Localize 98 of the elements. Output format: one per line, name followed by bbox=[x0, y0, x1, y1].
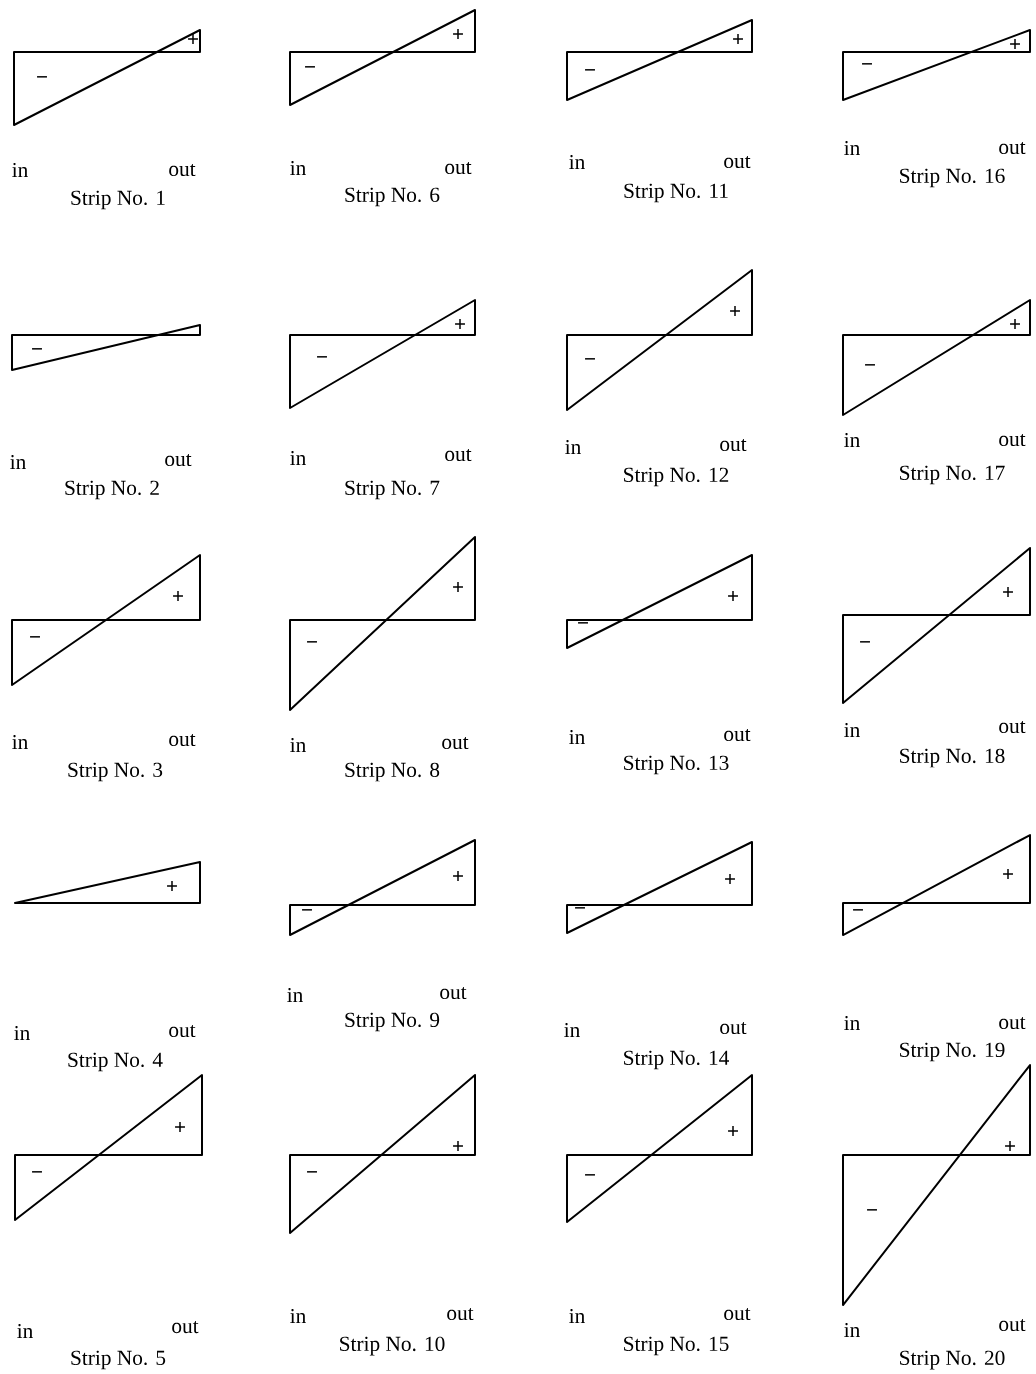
plot-title: Strip No. 20 bbox=[900, 1350, 1005, 1370]
sign-symbol: − bbox=[865, 364, 875, 366]
plot-title: Strip No. 6 bbox=[345, 187, 440, 207]
axis-label: out bbox=[720, 1021, 747, 1035]
sign-symbol: + bbox=[188, 34, 198, 44]
sign-symbol: − bbox=[37, 76, 47, 78]
axis-label: out bbox=[999, 1318, 1026, 1332]
plot-title: Strip No. 9 bbox=[345, 1012, 440, 1032]
sign-symbol: + bbox=[1005, 1141, 1015, 1151]
plot-title: Strip No. 18 bbox=[900, 748, 1005, 768]
axis-label: in bbox=[12, 162, 28, 178]
sign-symbol: + bbox=[453, 29, 463, 39]
axis-label: in bbox=[565, 439, 581, 455]
sign-symbol: + bbox=[455, 319, 465, 329]
axis-label: out bbox=[724, 728, 751, 742]
plot-title: Strip No. 11 bbox=[624, 183, 728, 203]
plot-title: Strip No. 10 bbox=[340, 1336, 445, 1356]
sign-symbol: + bbox=[733, 34, 743, 44]
sign-symbol: + bbox=[1003, 869, 1013, 879]
plot-title: Strip No. 15 bbox=[624, 1336, 729, 1356]
axis-label: in bbox=[12, 734, 28, 750]
axis-label: in bbox=[14, 1025, 30, 1041]
axis-label: out bbox=[169, 1024, 196, 1038]
axis-label: in bbox=[10, 454, 26, 470]
axis-label: in bbox=[290, 160, 306, 176]
axis-label: out bbox=[442, 736, 469, 750]
sign-symbol: − bbox=[32, 348, 42, 350]
axis-label: out bbox=[724, 155, 751, 169]
axis-label: in bbox=[290, 450, 306, 466]
sign-symbol: + bbox=[728, 1126, 738, 1136]
sign-symbol: − bbox=[585, 69, 595, 71]
axis-label: in bbox=[569, 154, 585, 170]
axis-label: out bbox=[169, 733, 196, 747]
sign-symbol: + bbox=[728, 591, 738, 601]
sign-symbol: − bbox=[867, 1209, 877, 1211]
axis-label: out bbox=[445, 448, 472, 462]
sign-symbol: − bbox=[860, 641, 870, 643]
sign-symbol: − bbox=[307, 641, 317, 643]
axis-label: out bbox=[447, 1307, 474, 1321]
axis-label: out bbox=[172, 1320, 199, 1334]
axis-label: in bbox=[844, 432, 860, 448]
sign-symbol: + bbox=[453, 871, 463, 881]
sign-symbol: − bbox=[578, 622, 588, 624]
axis-label: out bbox=[724, 1307, 751, 1321]
axis-label: out bbox=[999, 141, 1026, 155]
plot-title: Strip No. 1 bbox=[71, 190, 165, 210]
axis-label: in bbox=[569, 729, 585, 745]
axis-label: out bbox=[720, 438, 747, 452]
sign-symbol: + bbox=[167, 881, 177, 891]
sign-symbol: + bbox=[175, 1122, 185, 1132]
plot-title: Strip No. 19 bbox=[900, 1042, 1005, 1062]
sign-symbol: − bbox=[302, 909, 312, 911]
axis-label: in bbox=[287, 987, 303, 1003]
plot-title: Strip No. 17 bbox=[900, 465, 1005, 485]
plot-title: Strip No. 3 bbox=[68, 762, 163, 782]
plot-title: Strip No. 5 bbox=[71, 1350, 166, 1370]
sign-symbol: − bbox=[305, 66, 315, 68]
sign-symbol: + bbox=[453, 1141, 463, 1151]
axis-label: in bbox=[290, 737, 306, 753]
sign-symbol: − bbox=[307, 1171, 317, 1173]
sign-symbol: − bbox=[32, 1171, 42, 1173]
axis-label: in bbox=[844, 1322, 860, 1338]
sign-symbol: − bbox=[585, 1174, 595, 1176]
axis-label: in bbox=[844, 140, 860, 156]
plot-title: Strip No. 8 bbox=[345, 762, 440, 782]
sign-symbol: + bbox=[730, 306, 740, 316]
axis-label: out bbox=[165, 453, 192, 467]
plot-title: Strip No. 4 bbox=[68, 1052, 163, 1072]
sign-symbol: + bbox=[453, 582, 463, 592]
sign-symbol: − bbox=[862, 63, 872, 65]
axis-label: out bbox=[999, 1016, 1026, 1030]
axis-label: in bbox=[844, 722, 860, 738]
axis-label: in bbox=[569, 1308, 585, 1324]
axis-label: in bbox=[844, 1015, 860, 1031]
axis-label: out bbox=[999, 720, 1026, 734]
axis-label: out bbox=[445, 161, 472, 175]
sign-symbol: − bbox=[575, 907, 585, 909]
plot-title: Strip No. 14 bbox=[624, 1050, 729, 1070]
axis-label: in bbox=[564, 1022, 580, 1038]
plot-title: Strip No. 7 bbox=[345, 480, 440, 500]
plot-title: Strip No. 2 bbox=[65, 480, 159, 500]
sign-symbol: + bbox=[725, 874, 735, 884]
sign-symbol: + bbox=[1003, 587, 1013, 597]
sign-symbol: + bbox=[1010, 39, 1020, 49]
axis-label: out bbox=[169, 163, 196, 177]
plot-title: Strip No. 13 bbox=[624, 755, 729, 775]
sign-symbol: − bbox=[853, 909, 863, 911]
sign-symbol: − bbox=[30, 636, 40, 638]
axis-label: out bbox=[999, 433, 1026, 447]
axis-label: in bbox=[290, 1308, 306, 1324]
plot-title: Strip No. 12 bbox=[624, 467, 729, 487]
plot-title: Strip No. 16 bbox=[900, 168, 1005, 188]
sign-symbol: + bbox=[173, 591, 183, 601]
sign-symbol: − bbox=[585, 358, 595, 360]
axis-label: out bbox=[440, 986, 467, 1000]
axis-label: in bbox=[17, 1323, 33, 1339]
sign-symbol: − bbox=[317, 356, 327, 358]
sign-symbol: + bbox=[1010, 319, 1020, 329]
